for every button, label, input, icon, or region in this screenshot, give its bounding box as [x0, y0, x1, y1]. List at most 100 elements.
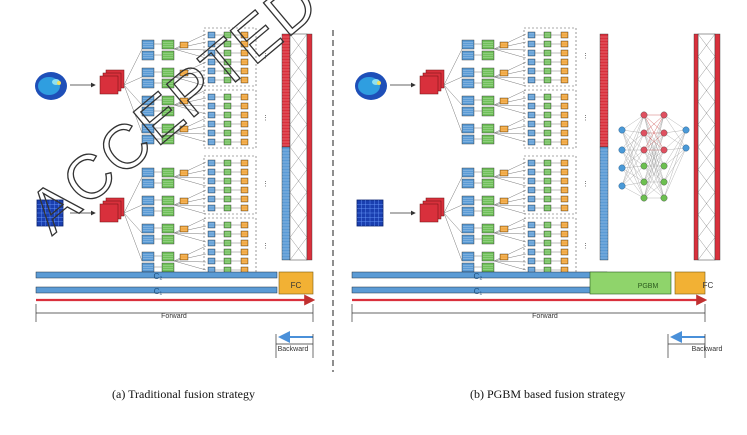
panel-a-branch-bottom-group-line — [173, 217, 207, 234]
panel-a-branch-top-group-line — [173, 33, 207, 50]
pgbm-edge — [621, 149, 645, 199]
pgbm-output-node — [682, 144, 690, 152]
panel-a-fc-label: FC — [291, 281, 302, 290]
panel-a-branch-top-group-line — [173, 104, 207, 115]
panel-a-fc-connections-cross — [289, 79, 308, 102]
panel-b-branch-top-group-line — [493, 41, 527, 50]
panel-b-branch-bottom-fan-line — [443, 176, 463, 214]
pgbm-edge — [621, 129, 645, 151]
pgbm-edge — [643, 114, 665, 134]
panel-a-branch-bottom-group-line — [173, 225, 207, 234]
panel-a-branch-top-group-line — [173, 69, 207, 78]
pgbm-edge — [621, 149, 645, 183]
panel-a-branch-bottom-group-line — [173, 232, 207, 243]
panel-b-branch-top-group-line — [493, 132, 527, 143]
panel-b-fc-connections-cross — [697, 214, 716, 238]
pgbm-hidden-node — [640, 178, 648, 186]
panel-a-branch-top-group-line — [173, 132, 207, 135]
panel-a-branch-top-group-line — [173, 48, 207, 51]
pgbm-hidden-node — [660, 162, 668, 170]
panel-b-branch-top-group-line — [493, 48, 527, 51]
pgbm-edge — [663, 147, 687, 199]
panel-b-branch-top-group-line — [493, 33, 527, 50]
panel-b-bar-top-label: C₂ — [474, 272, 483, 281]
panel-a-fc-connections-cross — [289, 56, 308, 80]
pgbm-edge — [643, 114, 665, 151]
panel-a-branch-bottom-red-conv-layer — [99, 203, 119, 223]
panel-a-fc-connections-cross — [289, 146, 308, 170]
panel-b-pgbm-label: PGBM — [638, 283, 659, 290]
panel-a-branch-bottom-group-line — [173, 176, 207, 187]
panel-a-fc-connections-cross — [289, 124, 308, 148]
panel-b-branch-top-group-line — [493, 104, 527, 107]
panel-b-fc-connections-cross — [697, 169, 716, 193]
panel-b-branch-bottom-fan-line — [443, 204, 463, 214]
panel-b-branch-top-group-line — [493, 69, 527, 78]
panel-a-fc-box — [278, 271, 314, 295]
panel-b-branch-bottom-group-line — [493, 260, 527, 263]
panel-a-fc-connections-cross — [289, 214, 308, 238]
panel-b-branch-bottom-fan-line — [443, 212, 463, 234]
panel-b-branch-top-ellipsis-dots: ⋮ — [582, 53, 589, 60]
pgbm-hidden-node — [660, 129, 668, 137]
panel-b-branch-bottom-red-conv-layer — [419, 203, 439, 223]
panel-b-branch-bottom-ellipsis-dots: ⋮ — [582, 181, 589, 188]
panel-b-branch-bottom-group-line — [493, 217, 527, 234]
panel-b-branch-bottom-group-line — [493, 232, 527, 243]
panel-a-c1-bar — [35, 286, 278, 294]
pgbm-hidden-node — [660, 178, 668, 186]
panel-b-branch-bottom-group-line — [493, 189, 527, 206]
pgbm-hidden-node — [640, 162, 648, 170]
panel-b-branch-top-fan-line — [443, 84, 463, 134]
panel-b-branch-bottom-group-line — [493, 169, 527, 178]
panel-a-branch-top-input-image-spot — [57, 81, 61, 85]
panel-b-branch-top-group-line — [493, 97, 527, 106]
pgbm-edge — [621, 149, 645, 169]
panel-b-branch-bottom-group-line — [493, 232, 527, 235]
panel-a-fc-connections-cross — [289, 192, 308, 215]
pgbm-edge — [663, 129, 687, 151]
pgbm-edge — [663, 129, 687, 183]
panel-a-branch-bottom-group-line — [173, 253, 207, 262]
panel-b-output-bar — [714, 33, 721, 261]
pgbm-edge — [621, 129, 645, 199]
panel-b-branch-top-group-line — [493, 61, 527, 78]
panel-a-branch-top-fan-line — [123, 76, 143, 86]
panel-a-branch-bottom-fan-line — [123, 212, 143, 262]
pgbm-edge — [621, 129, 645, 183]
pgbm-hidden-node — [640, 194, 648, 202]
panel-a-branch-bottom-group-line — [173, 260, 207, 263]
panel-a-branch-bottom-group-line — [173, 232, 207, 235]
panel-b-pgbm-fusion: ⋮⋮⋮⋮ — [351, 27, 721, 358]
panel-a-output-bar — [306, 33, 313, 261]
pgbm-edge — [643, 132, 665, 183]
pgbm-hidden-node — [640, 129, 648, 137]
pgbm-edge — [621, 167, 645, 183]
panel-b-branch-top-red-conv-layer — [419, 75, 439, 95]
pgbm-edge — [643, 114, 665, 199]
pgbm-hidden-node — [660, 194, 668, 202]
panel-b-pgbm-box — [589, 271, 672, 295]
pgbm-input-node — [618, 182, 626, 190]
panel-b-branch-top-group-line — [493, 76, 527, 87]
panel-a-branch-top-ellipsis-dots: ⋮ — [262, 115, 269, 122]
panel-b-branch-top-group-line — [493, 132, 527, 135]
panel-a-branch-top-dashed-group — [203, 89, 257, 149]
panel-a-branch-top-red-conv-layer — [99, 75, 119, 95]
panel-a-branch-top-dashed-group — [203, 27, 257, 87]
pgbm-edge — [621, 114, 645, 187]
panel-b-fc-connections-cross — [697, 101, 716, 125]
panel-a-caption: (a) Traditional fusion strategy — [112, 387, 255, 401]
pgbm-edge — [621, 129, 645, 167]
pgbm-hidden-node — [640, 111, 648, 119]
panel-a-branch-bottom-dashed-group — [203, 155, 257, 215]
panel-a-branch-top-group-line — [173, 76, 207, 87]
panel-a-bar-top-label: C₂ — [154, 272, 163, 281]
panel-a-branch-bottom-group-line — [173, 161, 207, 178]
panel-a-branch-bottom-group-line — [173, 204, 207, 215]
panel-a-branch-bottom-ellipsis-dots: ⋮ — [262, 181, 269, 188]
panel-b-branch-bottom-ellipsis-dots: ⋮ — [582, 243, 589, 250]
pgbm-edge — [643, 132, 665, 167]
panel-b-branch-bottom-dashed-group — [523, 155, 577, 215]
